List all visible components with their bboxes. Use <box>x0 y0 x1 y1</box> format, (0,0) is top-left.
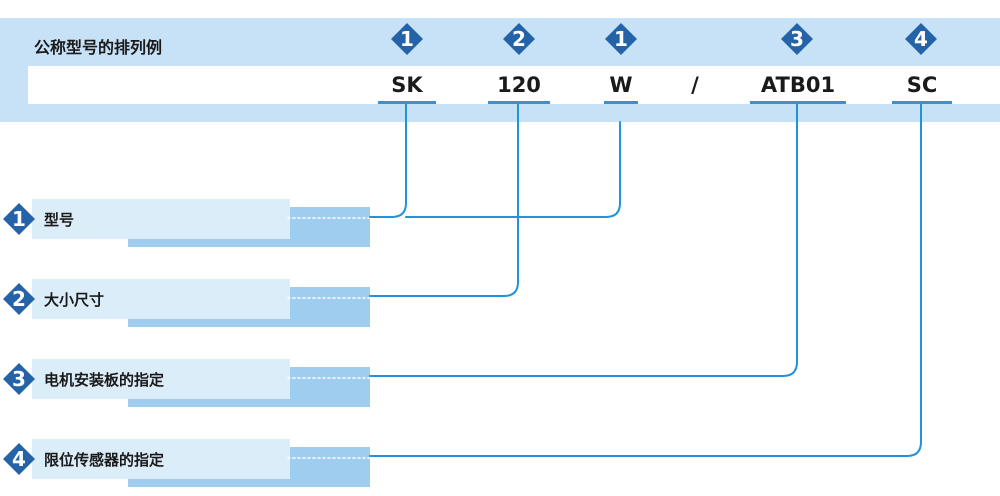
code-segment-atb01: ATB01 <box>760 73 836 97</box>
code-segment-sk: SK <box>391 73 423 97</box>
page-title: 公称型号的排列例 <box>34 38 163 57</box>
connector-120 <box>369 103 519 297</box>
item-badge-number: 3 <box>12 367 26 391</box>
code-underline <box>604 101 638 104</box>
item-badge-number: 1 <box>12 207 26 231</box>
header-badge-size: 2 <box>502 22 536 56</box>
code-segment-sc: SC <box>906 73 938 97</box>
item-badge-sensor: 4 <box>2 442 36 476</box>
header-badge-model: 1 <box>390 22 424 56</box>
header-badge-motor-plate: 3 <box>780 22 814 56</box>
item-badge-model: 1 <box>2 202 36 236</box>
connector-w <box>405 121 621 218</box>
code-underline <box>378 101 436 104</box>
item-box-sensor <box>32 439 290 479</box>
header-badge-number: 2 <box>512 27 526 51</box>
item-label-sensor: 限位传感器的指定 <box>44 451 165 469</box>
header-code-row <box>28 66 1000 104</box>
header-badge-number: 3 <box>790 27 804 51</box>
header-badge-number: 4 <box>914 27 928 51</box>
item-badge-size: 2 <box>2 282 36 316</box>
item-label-size: 大小尺寸 <box>44 291 105 309</box>
header-badge-sensor: 4 <box>904 22 938 56</box>
code-segment-120: 120 <box>497 73 541 97</box>
code-segment-w: W <box>609 73 633 97</box>
item-badge-number: 2 <box>12 287 26 311</box>
code-underline <box>488 101 550 104</box>
item-badge-motor-plate: 3 <box>2 362 36 396</box>
item-badge-number: 4 <box>12 447 26 471</box>
item-box-motor-plate <box>32 359 290 399</box>
item-box-model <box>32 199 290 239</box>
item-label-model: 型号 <box>44 211 75 229</box>
code-underline <box>892 101 952 104</box>
code-underline <box>750 101 846 104</box>
code-separator-slash: / <box>691 73 699 97</box>
header-badge-model-w: 1 <box>604 22 638 56</box>
connector-sc <box>369 103 922 457</box>
header-badge-number: 1 <box>400 27 414 51</box>
header-badge-number: 1 <box>614 27 628 51</box>
item-label-motor-plate: 电机安装板的指定 <box>44 371 165 389</box>
connector-atb01 <box>369 103 798 377</box>
connector-sk <box>369 103 407 218</box>
item-box-size <box>32 279 290 319</box>
